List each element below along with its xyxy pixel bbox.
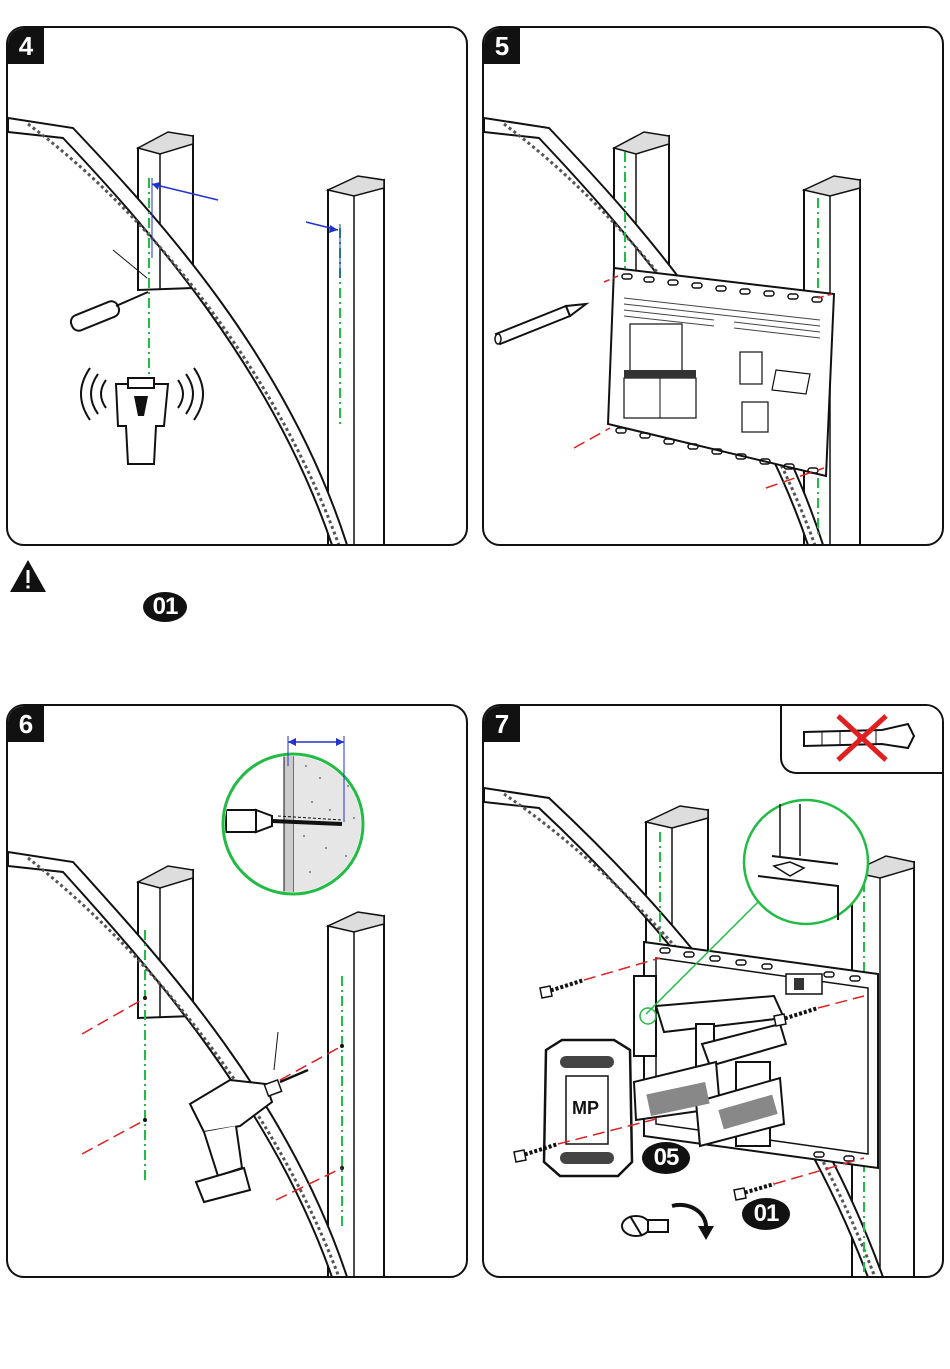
wood-stud-right xyxy=(328,176,384,546)
svg-text:MP: MP xyxy=(572,1098,599,1118)
step-number: 6 xyxy=(8,706,44,742)
stud-finding-illustration xyxy=(8,28,468,546)
pilot-hole-drilling-illustration xyxy=(8,706,468,1278)
part-number-badge: 05 xyxy=(642,1142,690,1174)
warning-triangle-icon xyxy=(8,558,48,594)
step-number: 5 xyxy=(484,28,520,64)
part-number-badge: 01 xyxy=(143,592,187,622)
template-marking-illustration xyxy=(484,28,944,546)
crossed-out-wall-anchor-icon xyxy=(782,706,942,772)
wall-plate-installation-illustration: MP xyxy=(484,706,944,1278)
tv-bracket: MP xyxy=(544,1040,632,1176)
mounting-template-sheet xyxy=(608,268,834,476)
panel-step-4: 4 xyxy=(6,26,468,546)
panel-step-7: 7 xyxy=(482,704,944,1278)
lag-bolt-icon xyxy=(540,980,584,998)
panel-step-6: 6 xyxy=(6,704,468,1278)
step-number: 4 xyxy=(8,28,44,64)
pencil-icon xyxy=(495,304,586,344)
wood-stud-right xyxy=(328,912,384,1278)
panel-step-5: 5 xyxy=(482,26,944,546)
awl-tool-icon xyxy=(69,292,148,333)
clockwise-rotation-icon xyxy=(672,1205,714,1240)
no-wall-anchor-notice xyxy=(780,706,942,774)
drilling-depth-detail xyxy=(223,736,374,906)
socket-wrench-icon xyxy=(622,1216,668,1236)
stud-finder-icon xyxy=(81,368,203,464)
part-number-badge: 01 xyxy=(742,1198,790,1230)
step-number: 7 xyxy=(484,706,520,742)
